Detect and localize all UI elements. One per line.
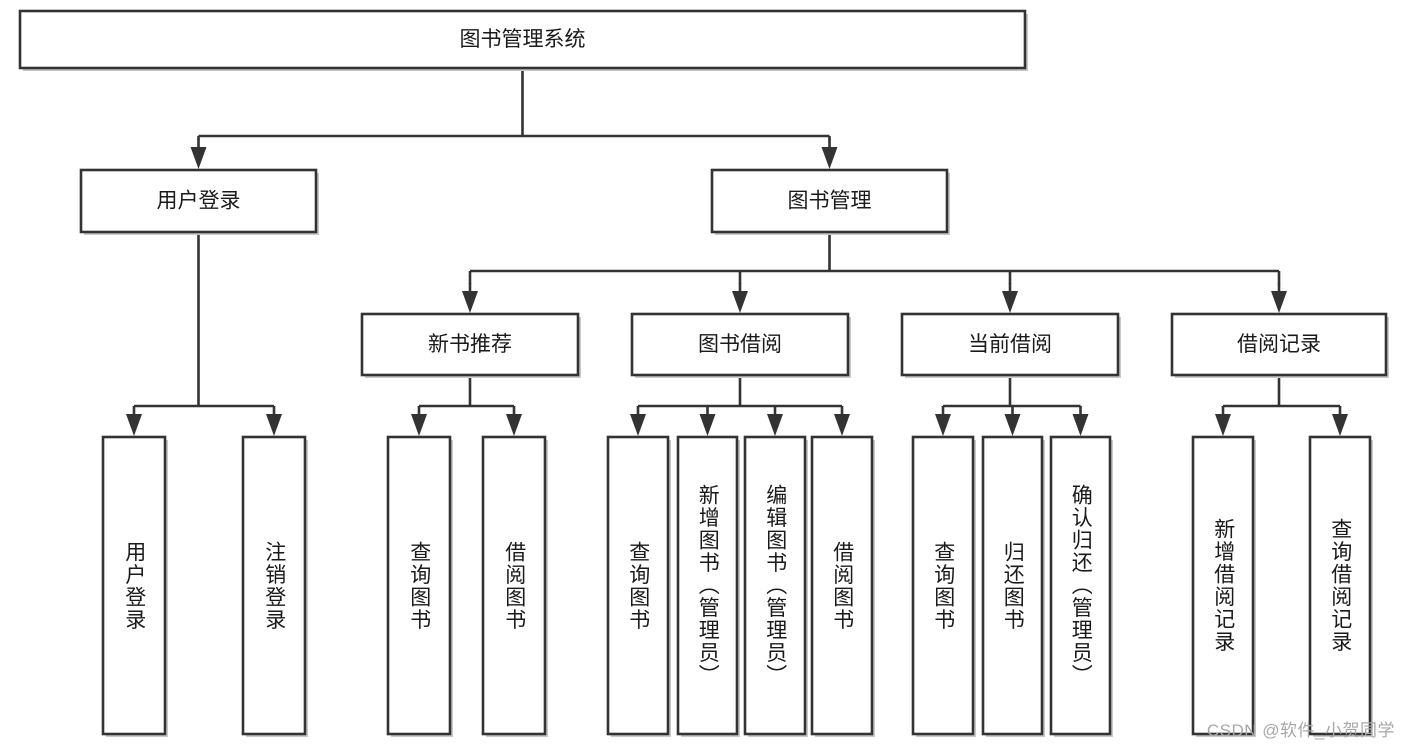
arrow-to-leaf-user-login bbox=[126, 414, 142, 436]
node-new-book-rec[interactable] bbox=[360, 312, 580, 377]
node-borrow-record[interactable] bbox=[1170, 312, 1388, 377]
arrow-to-user-login bbox=[190, 147, 207, 169]
arrow-to-leaf-user-logout bbox=[266, 414, 282, 436]
watermark-text: CSDN @软件_小贺同学 bbox=[1206, 721, 1395, 740]
node-book-manage[interactable] bbox=[710, 168, 949, 234]
node-user-login[interactable] bbox=[79, 168, 318, 234]
arrow-to-leaf-edit-book bbox=[767, 414, 783, 436]
arrow-to-leaf-query-record bbox=[1332, 414, 1348, 436]
arrow-to-leaf-query-book bbox=[630, 414, 646, 436]
node-leaf-query-book-cur[interactable] bbox=[911, 435, 975, 736]
connectors-layer bbox=[126, 68, 1348, 436]
node-leaf-query-book-rec[interactable] bbox=[386, 435, 452, 736]
node-leaf-query-record[interactable] bbox=[1308, 435, 1372, 736]
node-leaf-confirm-return[interactable] bbox=[1049, 435, 1112, 736]
node-leaf-edit-book[interactable] bbox=[743, 435, 807, 736]
node-root-label: 图书管理系统 bbox=[460, 28, 586, 51]
node-book-manage-label: 图书管理 bbox=[788, 190, 872, 213]
node-leaf-borrow-book[interactable] bbox=[810, 435, 874, 736]
arrow-to-book-borrow bbox=[732, 291, 748, 313]
node-leaf-user-login[interactable] bbox=[101, 435, 167, 736]
node-new-book-rec-label: 新书推荐 bbox=[428, 333, 512, 356]
node-leaf-borrow-book-rec[interactable] bbox=[481, 435, 547, 736]
arrow-to-borrow-record bbox=[1271, 291, 1287, 313]
node-leaf-query-book[interactable] bbox=[606, 435, 670, 736]
arrow-to-leaf-query-book-cur bbox=[935, 414, 951, 436]
node-leaf-add-record[interactable] bbox=[1191, 435, 1255, 736]
node-leaf-add-book[interactable] bbox=[676, 435, 739, 736]
arrow-to-leaf-add-record bbox=[1215, 414, 1231, 436]
node-root[interactable] bbox=[18, 9, 1027, 70]
arrow-to-leaf-borrow-book-rec bbox=[506, 414, 522, 436]
arrow-to-leaf-add-book bbox=[699, 414, 716, 436]
arrow-to-new-book-rec bbox=[462, 291, 478, 313]
node-current-borrow[interactable] bbox=[900, 312, 1120, 377]
node-current-borrow-label: 当前借阅 bbox=[968, 333, 1052, 356]
node-book-borrow-label: 图书借阅 bbox=[698, 333, 782, 356]
arrow-to-leaf-borrow-book bbox=[834, 414, 850, 436]
arrow-to-book-manage bbox=[821, 147, 838, 169]
node-leaf-user-logout[interactable] bbox=[241, 435, 307, 736]
arrow-to-current-borrow bbox=[1002, 291, 1018, 313]
node-borrow-record-label: 借阅记录 bbox=[1237, 333, 1321, 356]
node-book-borrow[interactable] bbox=[630, 312, 850, 377]
arrow-to-leaf-query-book-rec bbox=[411, 414, 427, 436]
arrow-to-leaf-confirm-return bbox=[1072, 414, 1089, 436]
arrow-to-leaf-return-book bbox=[1004, 414, 1021, 436]
boxes-layer bbox=[18, 9, 1389, 737]
node-leaf-return-book[interactable] bbox=[981, 435, 1044, 736]
node-user-login-label: 用户登录 bbox=[157, 190, 241, 213]
